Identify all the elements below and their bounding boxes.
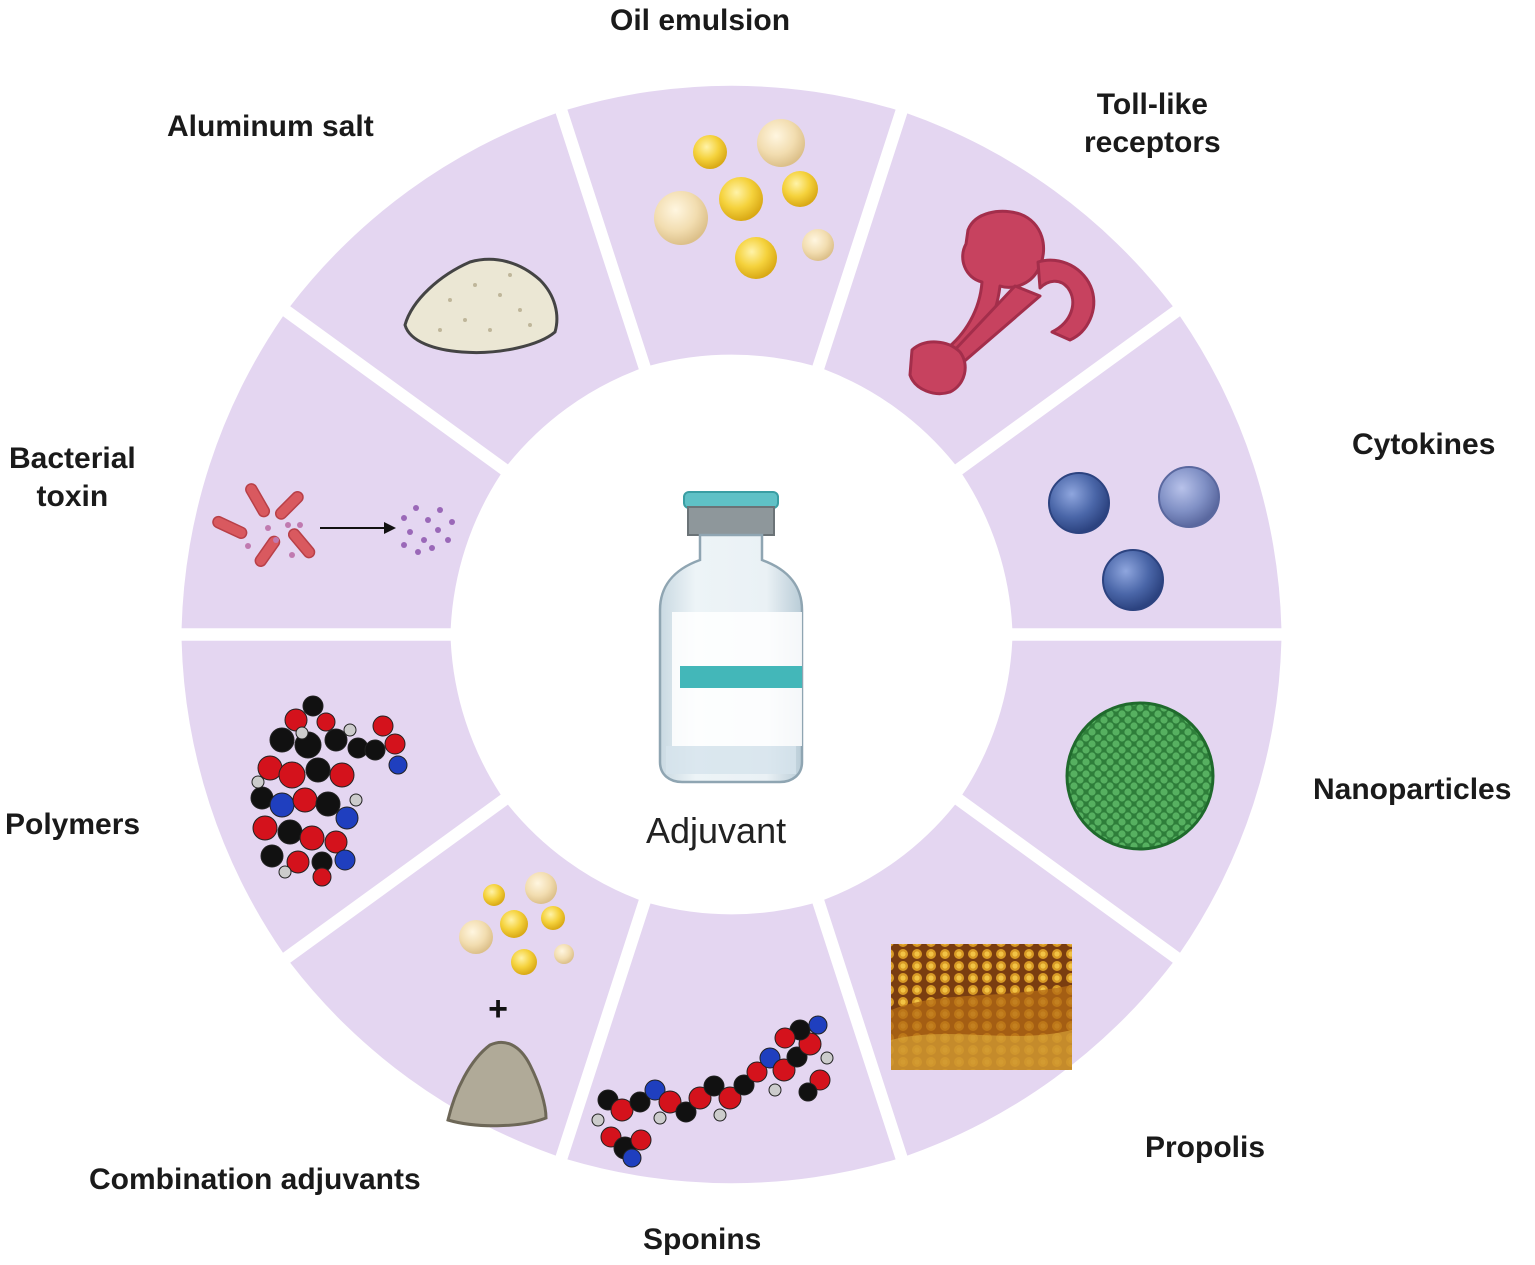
propolis-honeycomb-icon [891,944,1072,1070]
label-combination-adjuvants: Combination adjuvants [89,1163,421,1196]
label-propolis: Propolis [1145,1131,1266,1164]
oil-droplets-icon [654,119,834,279]
label-sponins: Sponins [643,1223,762,1256]
bacterial-toxin-icon [212,483,455,567]
label-nanoparticles: Nanoparticles [1313,773,1512,806]
center-label: Adjuvant [646,810,787,851]
segment-oil-emulsion [567,85,896,366]
segment-sponins [567,903,896,1184]
label-bacterial-line-1: Bacterial [9,442,136,475]
label-toll-like-receptors: Toll-like receptors [1084,86,1221,162]
segment-polymers [181,640,501,953]
sponins-molecule-icon [591,1015,834,1168]
label-bacterial-line-2: toxin [36,480,109,513]
label-aluminum-salt: Aluminum salt [167,110,374,143]
label-polymers: Polymers [5,808,141,841]
polymers-molecule-icon [250,695,408,887]
combination-droplets-icon [459,872,574,975]
label-toll-like-line-2: receptors [1084,126,1221,159]
toll-like-receptor-icon [908,209,1096,396]
cytokines-icon [1048,466,1220,611]
adjuvant-vial-icon [658,491,804,784]
label-bacterial-toxin: Bacterial toxin [9,440,136,516]
combination-powder-icon [446,1040,548,1128]
combination-plus-symbol: + [488,990,508,1028]
segment-cytokines [962,316,1282,629]
label-toll-like-line-1: Toll-like [1096,88,1208,121]
aluminum-salt-powder-icon [403,257,559,355]
label-oil-emulsion: Oil emulsion [610,4,791,37]
label-cytokines: Cytokines [1352,428,1496,461]
nanoparticle-icon [1065,701,1215,851]
